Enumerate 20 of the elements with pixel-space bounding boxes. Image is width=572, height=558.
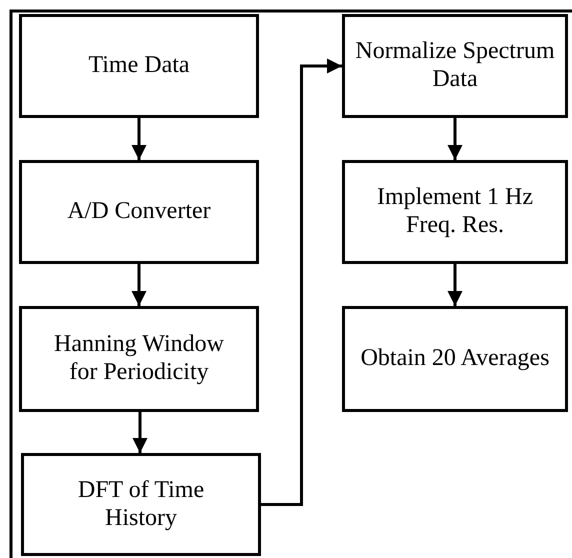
process-box (19, 14, 259, 118)
process-box (342, 160, 568, 264)
box-label: DFT of Time History (76, 476, 206, 532)
arrow (448, 264, 462, 306)
process-box (21, 453, 261, 556)
process-box (342, 306, 568, 412)
box-label: Implement 1 Hz Freq. Res. (376, 184, 534, 240)
box-label: Time Data (88, 52, 190, 80)
box-label: Hanning Window for Periodicity (53, 331, 225, 387)
box-label: A/D Converter (67, 198, 211, 226)
arrow (448, 118, 462, 160)
process-box (19, 306, 259, 412)
arrow (132, 412, 148, 453)
arrow (132, 118, 146, 160)
arrow (132, 264, 146, 306)
process-box (342, 14, 568, 118)
box-label: Obtain 20 Averages (360, 345, 550, 373)
box-label: Normalize Spectrum Data (355, 38, 555, 94)
process-box (19, 160, 259, 264)
arrow (261, 58, 342, 506)
